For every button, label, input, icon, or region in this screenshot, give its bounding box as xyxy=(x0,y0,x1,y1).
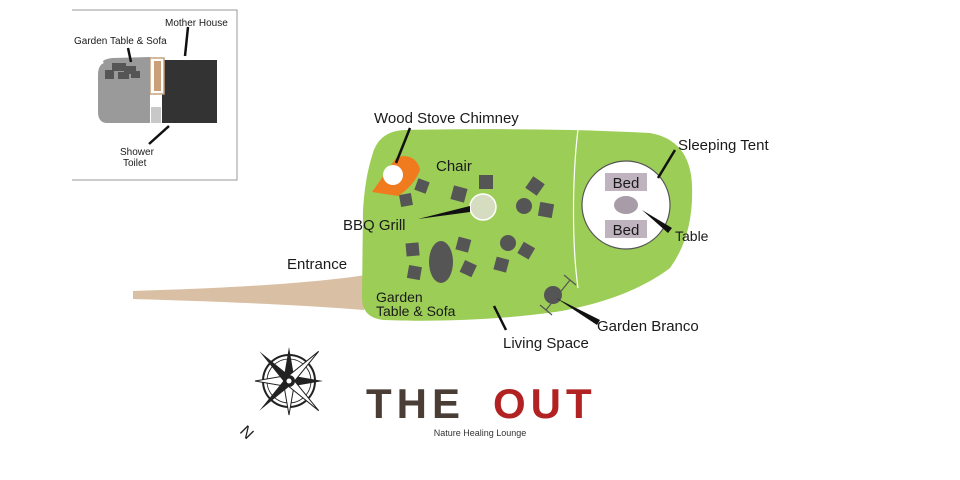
chair xyxy=(517,241,536,260)
label-wood-stove-chimney: Wood Stove Chimney xyxy=(374,110,519,127)
lawn-divider xyxy=(572,128,579,289)
logo-tagline: Nature Healing Lounge xyxy=(434,428,527,438)
tent-table xyxy=(614,196,638,214)
label-entrance: Entrance xyxy=(287,256,347,273)
chair xyxy=(450,185,468,203)
garden-branco xyxy=(539,274,577,316)
inset-label-toilet: Toilet xyxy=(123,158,147,169)
chair xyxy=(537,201,555,219)
wood-stove-chimney xyxy=(383,165,403,185)
table xyxy=(516,198,532,214)
leader-lines xyxy=(394,127,677,331)
inset-mother-house xyxy=(162,60,217,123)
label-garden-line2: Table & Sofa xyxy=(376,303,456,319)
logo-part-the: THE xyxy=(366,380,465,427)
chair xyxy=(399,193,413,207)
chair xyxy=(405,242,420,257)
chair xyxy=(459,260,477,278)
bed-top-label: Bed xyxy=(613,175,640,192)
chair xyxy=(455,236,472,253)
label-living-space: Living Space xyxy=(503,335,589,352)
label-chair: Chair xyxy=(436,158,472,175)
label-garden-branco: Garden Branco xyxy=(597,318,699,335)
logo-part-out: OUT xyxy=(493,380,597,427)
inset-label-shower: Shower xyxy=(120,147,155,158)
compass-north-label: N xyxy=(236,423,256,443)
sleeping-tent: Bed Bed xyxy=(581,160,671,250)
label-bbq-grill: BBQ Grill xyxy=(343,217,406,234)
garden-table xyxy=(429,241,453,283)
label-table: Table xyxy=(675,228,709,244)
chair xyxy=(414,178,430,194)
inset-shower-toilet xyxy=(151,107,161,123)
table xyxy=(500,235,516,251)
chair xyxy=(525,176,545,196)
label-sleeping-tent: Sleeping Tent xyxy=(678,137,769,154)
compass-rose-icon xyxy=(254,347,323,416)
wood-stove xyxy=(372,156,420,196)
inset-map: Mother House Garden Table & Sofa Shower … xyxy=(72,9,238,181)
bed-bottom-label: Bed xyxy=(613,222,640,239)
chair xyxy=(493,256,510,273)
bed-top xyxy=(605,173,647,191)
label-garden-line1: Garden xyxy=(376,289,423,305)
chair xyxy=(479,175,493,189)
living-space-furniture xyxy=(399,175,555,283)
inset-label-mother-house: Mother House xyxy=(165,18,228,29)
entrance-path xyxy=(133,275,366,310)
logo: THE OUT Nature Healing Lounge xyxy=(366,380,597,438)
bed-bottom xyxy=(605,220,647,238)
chair xyxy=(406,265,422,281)
inset-label-garden-table-sofa: Garden Table & Sofa xyxy=(74,36,167,47)
bbq-grill xyxy=(469,193,497,221)
